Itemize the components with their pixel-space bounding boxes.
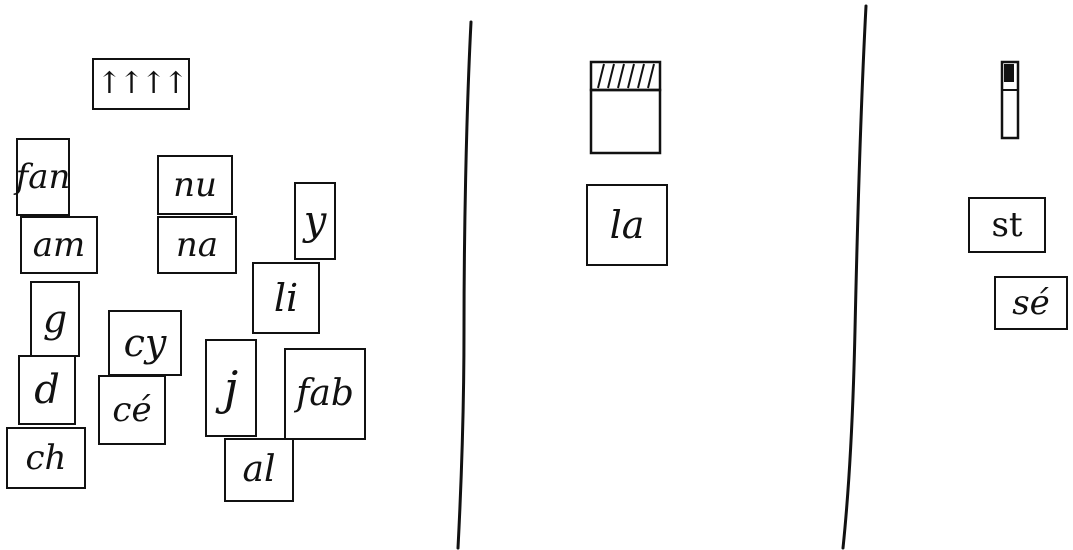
syllable-card-al[interactable]: al [224,438,294,502]
syllable-card-st[interactable]: st [968,197,1046,253]
syllable-card-j[interactable]: j [205,339,257,437]
syllable-card-d[interactable]: d [18,355,76,425]
arrows-card[interactable]: ↑↑↑↑ [92,58,190,110]
syllable-card-nu[interactable]: nu [157,155,233,215]
syllable-card-g[interactable]: g [30,281,80,357]
tube-icon [1002,62,1018,138]
syllable-card-se[interactable]: sé [994,276,1068,330]
syllable-card-fab[interactable]: fab [284,348,366,440]
syllable-card-ch[interactable]: ch [6,427,86,489]
syllable-card-li[interactable]: li [252,262,320,334]
syllable-card-la[interactable]: la [586,184,668,266]
divider-right [843,6,866,548]
syllable-card-y[interactable]: y [294,182,336,260]
syllable-card-am[interactable]: am [20,216,98,274]
syllable-card-cy[interactable]: cy [108,310,182,376]
box-icon [591,62,660,153]
syllable-card-ce[interactable]: cé [98,375,166,445]
syllable-card-fan[interactable]: fan [16,138,70,216]
divider-left [458,22,471,548]
syllable-card-na[interactable]: na [157,216,237,274]
up-arrows-icon: ↑↑↑↑ [97,69,186,99]
